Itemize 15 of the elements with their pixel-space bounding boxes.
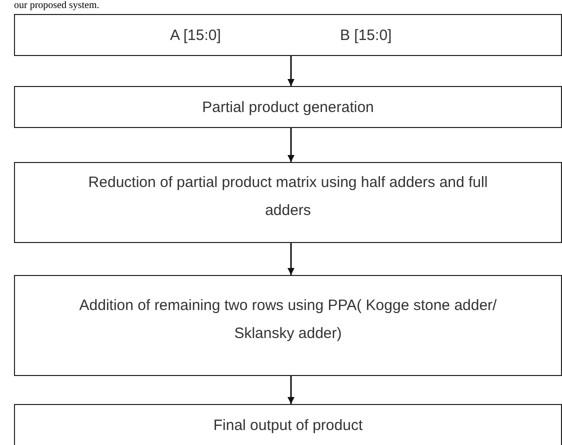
arrow [288,243,294,275]
process-box [14,162,562,243]
box-text: B [15:0] [340,26,392,46]
arrow [288,376,294,404]
box-text: Partial product generation [201,98,375,118]
box-text: Addition of remaining two rows using PPA( Kogge stone adder/ Sklansky adder) [78,296,498,344]
box-text: A [15:0] [170,26,221,46]
process-box [14,86,562,128]
process-box [14,275,562,376]
arrow [288,56,294,86]
process-box [14,404,562,445]
box-text: Final output of product [212,416,364,436]
process-box [14,14,562,56]
box-text: Reduction of partial product matrix using half adders and full adders [87,173,489,221]
arrow [288,128,294,162]
